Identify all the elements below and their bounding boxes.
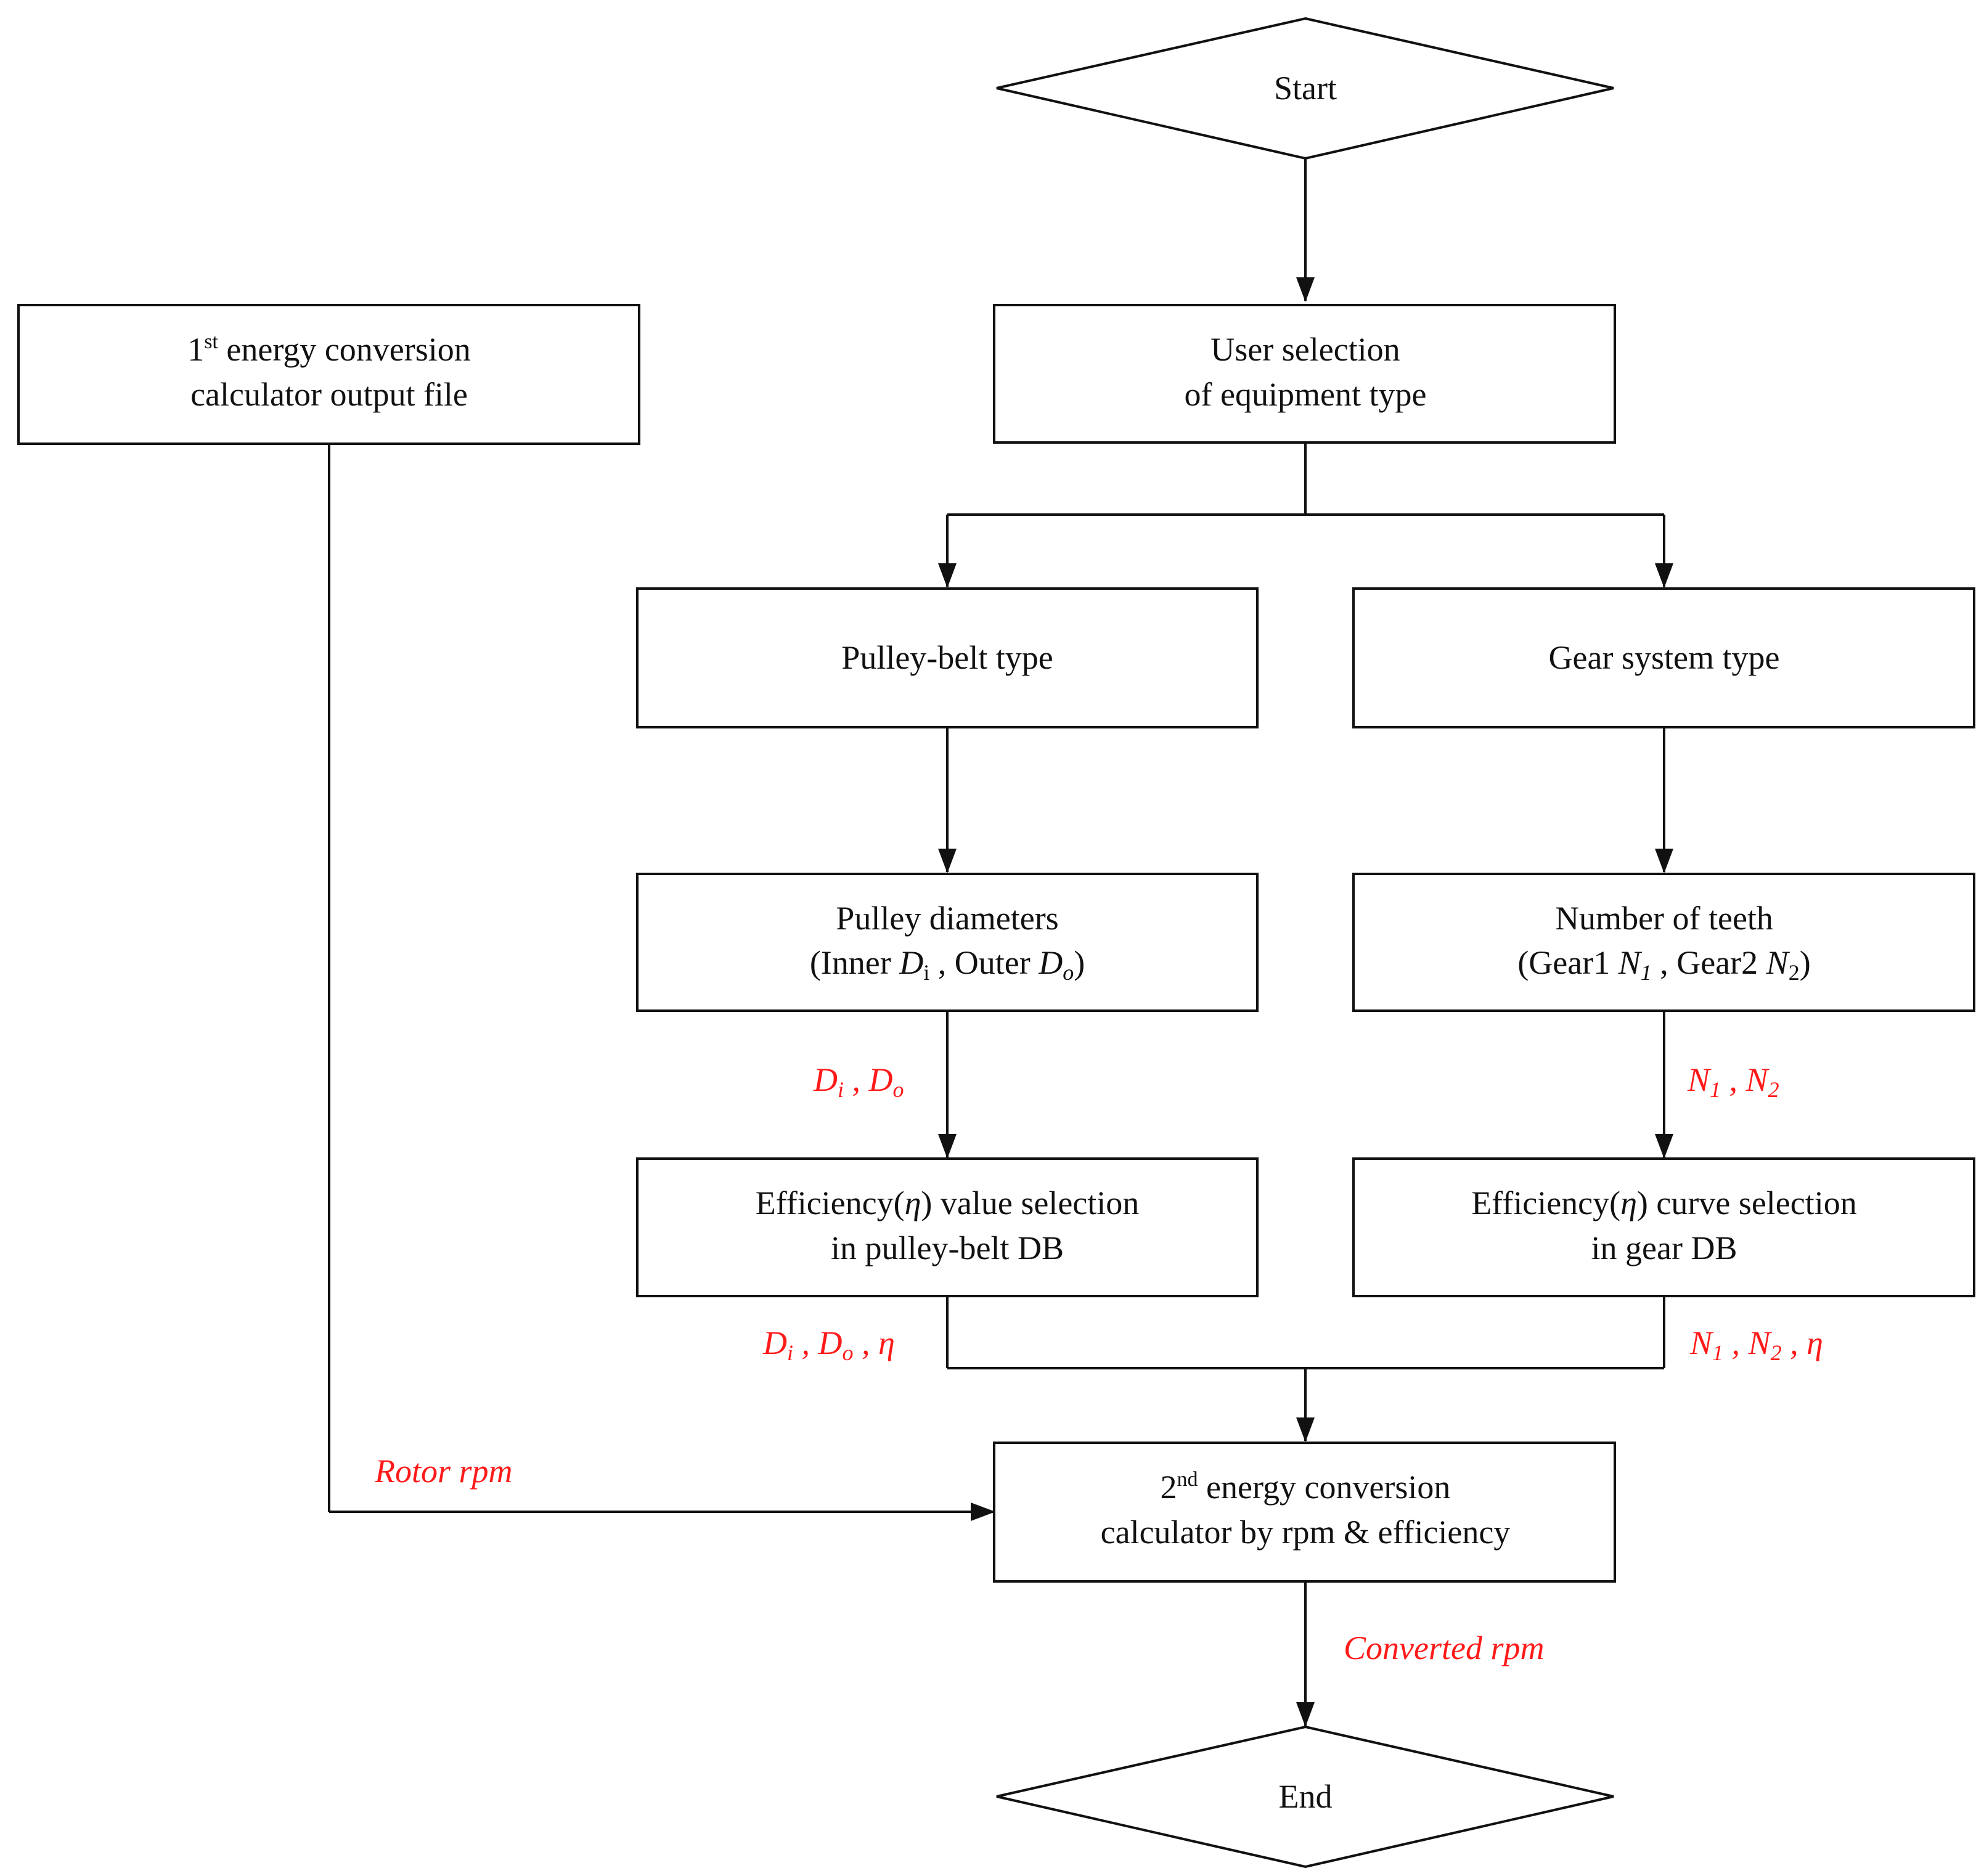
edge-labels: Di , Do N1 , N2 Di , Do , η N1 , N2 , η … bbox=[374, 1061, 1823, 1666]
number-of-teeth-node bbox=[1352, 873, 1975, 1012]
efficiency-pulley-line2: in pulley-belt DB bbox=[831, 1230, 1064, 1266]
pulley-diameters-line2: (Inner Di , Outer Do) bbox=[810, 944, 1085, 985]
second-calculator-node bbox=[993, 1442, 1616, 1583]
pulley-diameters-node bbox=[636, 873, 1259, 1012]
efficiency-pulley-line1: Efficiency(η) value selection bbox=[756, 1185, 1140, 1221]
pulley-belt-node bbox=[636, 587, 1259, 728]
start-node bbox=[996, 17, 1614, 160]
node-labels: Start End 1st energy conversion calculat… bbox=[187, 70, 1857, 1815]
edge-label-converted-rpm: Converted rpm bbox=[1344, 1629, 1544, 1666]
edge-label-pulley-diameters: Di , Do bbox=[813, 1061, 904, 1102]
end-label: End bbox=[1279, 1778, 1333, 1815]
gear-system-node bbox=[1352, 587, 1975, 728]
second-calculator-line2: calculator by rpm & efficiency bbox=[1101, 1514, 1511, 1551]
pulley-belt-label: Pulley-belt type bbox=[841, 639, 1053, 676]
number-of-teeth-line2: (Gear1 N1 , Gear2 N2) bbox=[1517, 944, 1810, 985]
end-node bbox=[996, 1725, 1614, 1869]
nodes bbox=[17, 17, 1975, 1869]
efficiency-gear-line1: Efficiency(η) curve selection bbox=[1471, 1185, 1857, 1221]
second-calculator-line1: 2nd energy conversion bbox=[1161, 1468, 1451, 1506]
number-of-teeth-line1: Number of teeth bbox=[1555, 900, 1773, 937]
efficiency-gear-node bbox=[1352, 1157, 1975, 1297]
user-selection-node bbox=[993, 304, 1616, 444]
user-selection-line1: User selection bbox=[1210, 331, 1400, 368]
gear-system-label: Gear system type bbox=[1549, 639, 1780, 676]
efficiency-pulley-node bbox=[636, 1157, 1259, 1297]
edge-label-rotor-rpm: Rotor rpm bbox=[374, 1453, 513, 1490]
pulley-diameters-line1: Pulley diameters bbox=[836, 900, 1058, 937]
start-label: Start bbox=[1274, 70, 1337, 107]
connectors bbox=[328, 158, 1673, 1727]
user-selection-line2: of equipment type bbox=[1185, 376, 1427, 413]
edge-label-gear-teeth: N1 , N2 bbox=[1687, 1061, 1779, 1102]
efficiency-gear-line2: in gear DB bbox=[1591, 1230, 1737, 1266]
first-calculator-node bbox=[17, 304, 640, 445]
first-calculator-line1: 1st energy conversion bbox=[187, 330, 471, 368]
edge-label-pulley-efficiency: Di , Do , η bbox=[762, 1324, 895, 1365]
first-calculator-line2: calculator output file bbox=[190, 376, 468, 413]
edge-label-gear-efficiency: N1 , N2 , η bbox=[1689, 1324, 1823, 1365]
